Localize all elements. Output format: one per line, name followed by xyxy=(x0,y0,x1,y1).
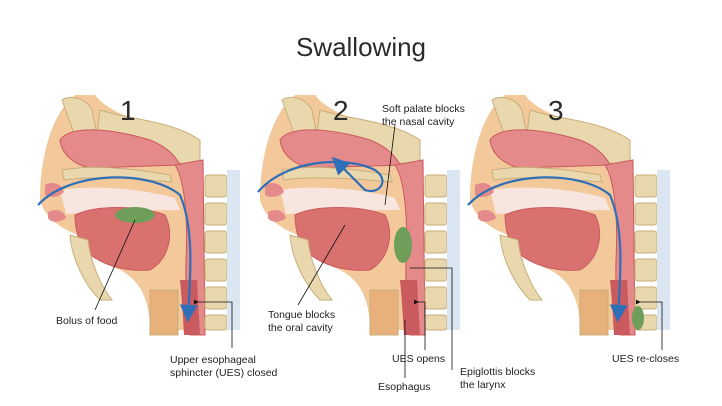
page-title: Swallowing xyxy=(295,32,427,62)
panel-1-number: 1 xyxy=(120,95,136,126)
leader-tongue xyxy=(297,224,346,306)
bolus-in-esophagus-shape xyxy=(632,306,644,330)
label-bolus-of-food: Bolus of food xyxy=(56,315,117,327)
label-ues-opens: UES opens xyxy=(392,353,445,365)
label-ues-closed-line2: sphincter (UES) closed xyxy=(170,367,278,379)
label-soft-palate-line2: the nasal cavity xyxy=(382,116,455,128)
leader-epiglottis xyxy=(410,267,453,370)
bolus-of-food-shape xyxy=(115,207,155,223)
leader-ues-opens xyxy=(414,299,426,350)
label-ues-closed-line1: Upper esophageal xyxy=(170,354,256,366)
label-epiglottis-line1: Epiglottis blocks xyxy=(460,366,535,378)
label-ues-recloses: UES re-closes xyxy=(612,353,679,365)
bolus-in-pharynx-shape xyxy=(394,227,412,263)
leader-ues-closed xyxy=(194,299,233,348)
label-esophagus: Esophagus xyxy=(378,381,431,393)
leader-bolus xyxy=(94,219,136,311)
panel-2-number: 2 xyxy=(333,95,349,126)
panel-3: 3 UES re-closes xyxy=(467,94,679,365)
swallow-path-arrow xyxy=(37,176,198,323)
panel-1: 1 Bolus of food Upper esophageal sphinct… xyxy=(37,94,278,379)
panel-3-number: 3 xyxy=(548,95,564,126)
leader-ues-recloses xyxy=(636,299,663,350)
label-tongue-line1: Tongue blocks xyxy=(268,309,335,321)
label-soft-palate-line1: Soft palate blocks xyxy=(382,103,465,115)
leader-soft-palate xyxy=(384,124,396,206)
label-epiglottis-line2: the larynx xyxy=(460,379,506,391)
label-tongue-line2: the oral cavity xyxy=(268,322,334,334)
panel-2: 2 Soft palate blocks the nasal cavity To… xyxy=(257,94,535,393)
swallow-path-arrow-3 xyxy=(467,176,628,323)
nasal-path-arrow xyxy=(257,156,384,193)
